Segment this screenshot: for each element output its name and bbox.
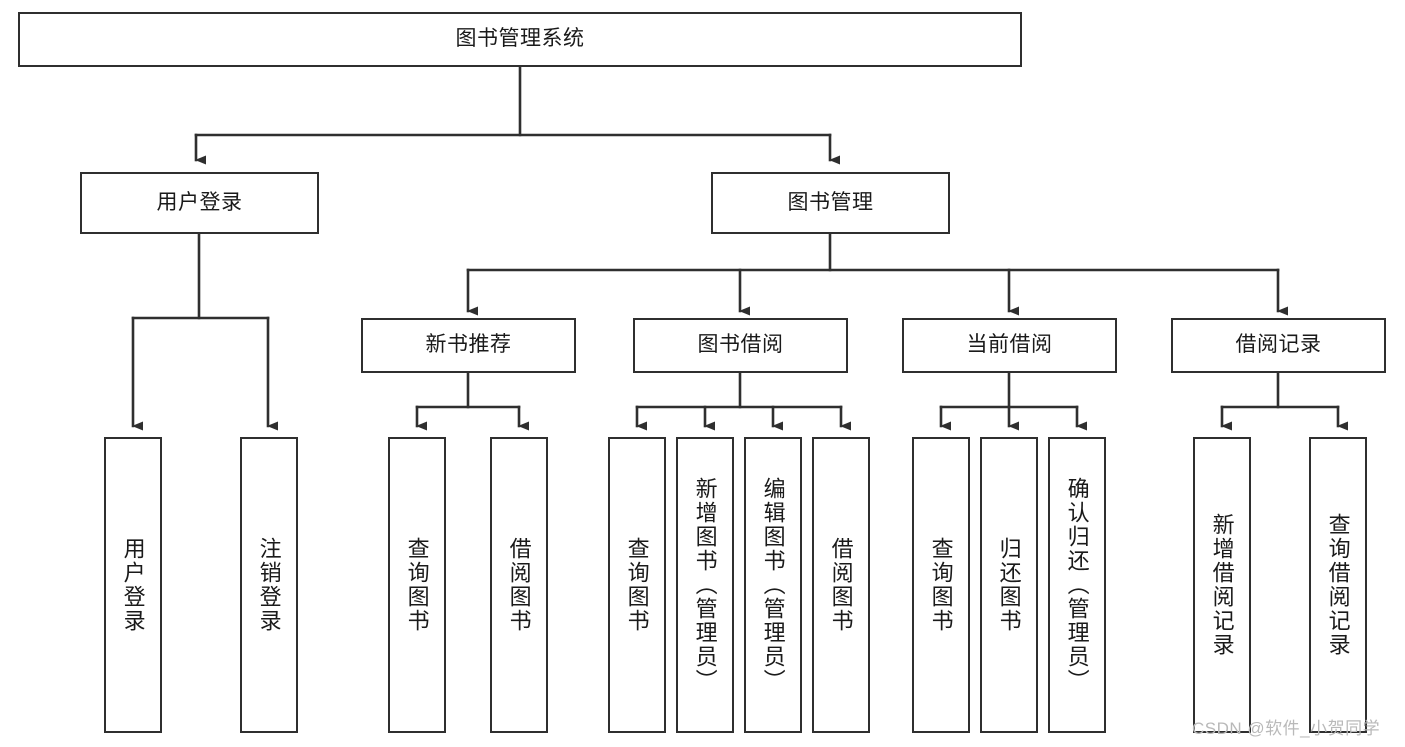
leaf-add-borrow-record[interactable]: 新增借阅记录 — [1193, 437, 1251, 733]
node-label: 用户登录 — [120, 537, 146, 633]
node-label: 新增借阅记录 — [1209, 513, 1235, 657]
node-label: 借阅图书 — [506, 537, 532, 633]
node-borrowing-records[interactable]: 借阅记录 — [1171, 318, 1386, 373]
node-label: 新书推荐 — [425, 333, 512, 357]
node-label: 借阅记录 — [1235, 333, 1322, 357]
leaf-add-book-admin[interactable]: 新增图书（管理员） — [676, 437, 734, 733]
leaf-query-book-borrow[interactable]: 查询图书 — [608, 437, 666, 733]
node-new-book-recommendation[interactable]: 新书推荐 — [361, 318, 576, 373]
node-label: 确认归还（管理员） — [1064, 477, 1090, 693]
node-label: 新增图书（管理员） — [692, 477, 718, 693]
leaf-query-book-new[interactable]: 查询图书 — [388, 437, 446, 733]
node-label: 编辑图书（管理员） — [760, 477, 786, 693]
node-label: 注销登录 — [256, 537, 282, 633]
node-book-borrowing[interactable]: 图书借阅 — [633, 318, 848, 373]
watermark-text: CSDN @软件_小贺同学 — [1192, 719, 1381, 738]
leaf-borrow-book[interactable]: 借阅图书 — [812, 437, 870, 733]
node-label: 借阅图书 — [828, 537, 854, 633]
watermark: CSDN @软件_小贺同学 — [1192, 714, 1380, 739]
node-label: 查询图书 — [404, 537, 430, 633]
leaf-query-borrow-record[interactable]: 查询借阅记录 — [1309, 437, 1367, 733]
node-current-borrowing[interactable]: 当前借阅 — [902, 318, 1117, 373]
node-label: 图书管理系统 — [455, 27, 585, 51]
node-label: 查询图书 — [624, 537, 650, 633]
leaf-query-book-current[interactable]: 查询图书 — [912, 437, 970, 733]
leaf-return-book[interactable]: 归还图书 — [980, 437, 1038, 733]
leaf-edit-book-admin[interactable]: 编辑图书（管理员） — [744, 437, 802, 733]
node-label: 图书管理 — [787, 190, 874, 214]
node-label: 归还图书 — [996, 537, 1022, 633]
node-user-login[interactable]: 用户登录 — [80, 172, 319, 234]
node-label: 图书借阅 — [697, 333, 784, 357]
node-label: 当前借阅 — [966, 333, 1053, 357]
node-label: 查询借阅记录 — [1325, 513, 1351, 657]
leaf-borrow-book-new[interactable]: 借阅图书 — [490, 437, 548, 733]
node-book-management[interactable]: 图书管理 — [711, 172, 950, 234]
node-label: 查询图书 — [928, 537, 954, 633]
node-root-book-management-system[interactable]: 图书管理系统 — [18, 12, 1022, 67]
leaf-logout[interactable]: 注销登录 — [240, 437, 298, 733]
node-label: 用户登录 — [156, 190, 243, 214]
leaf-user-login[interactable]: 用户登录 — [104, 437, 162, 733]
leaf-confirm-return-admin[interactable]: 确认归还（管理员） — [1048, 437, 1106, 733]
